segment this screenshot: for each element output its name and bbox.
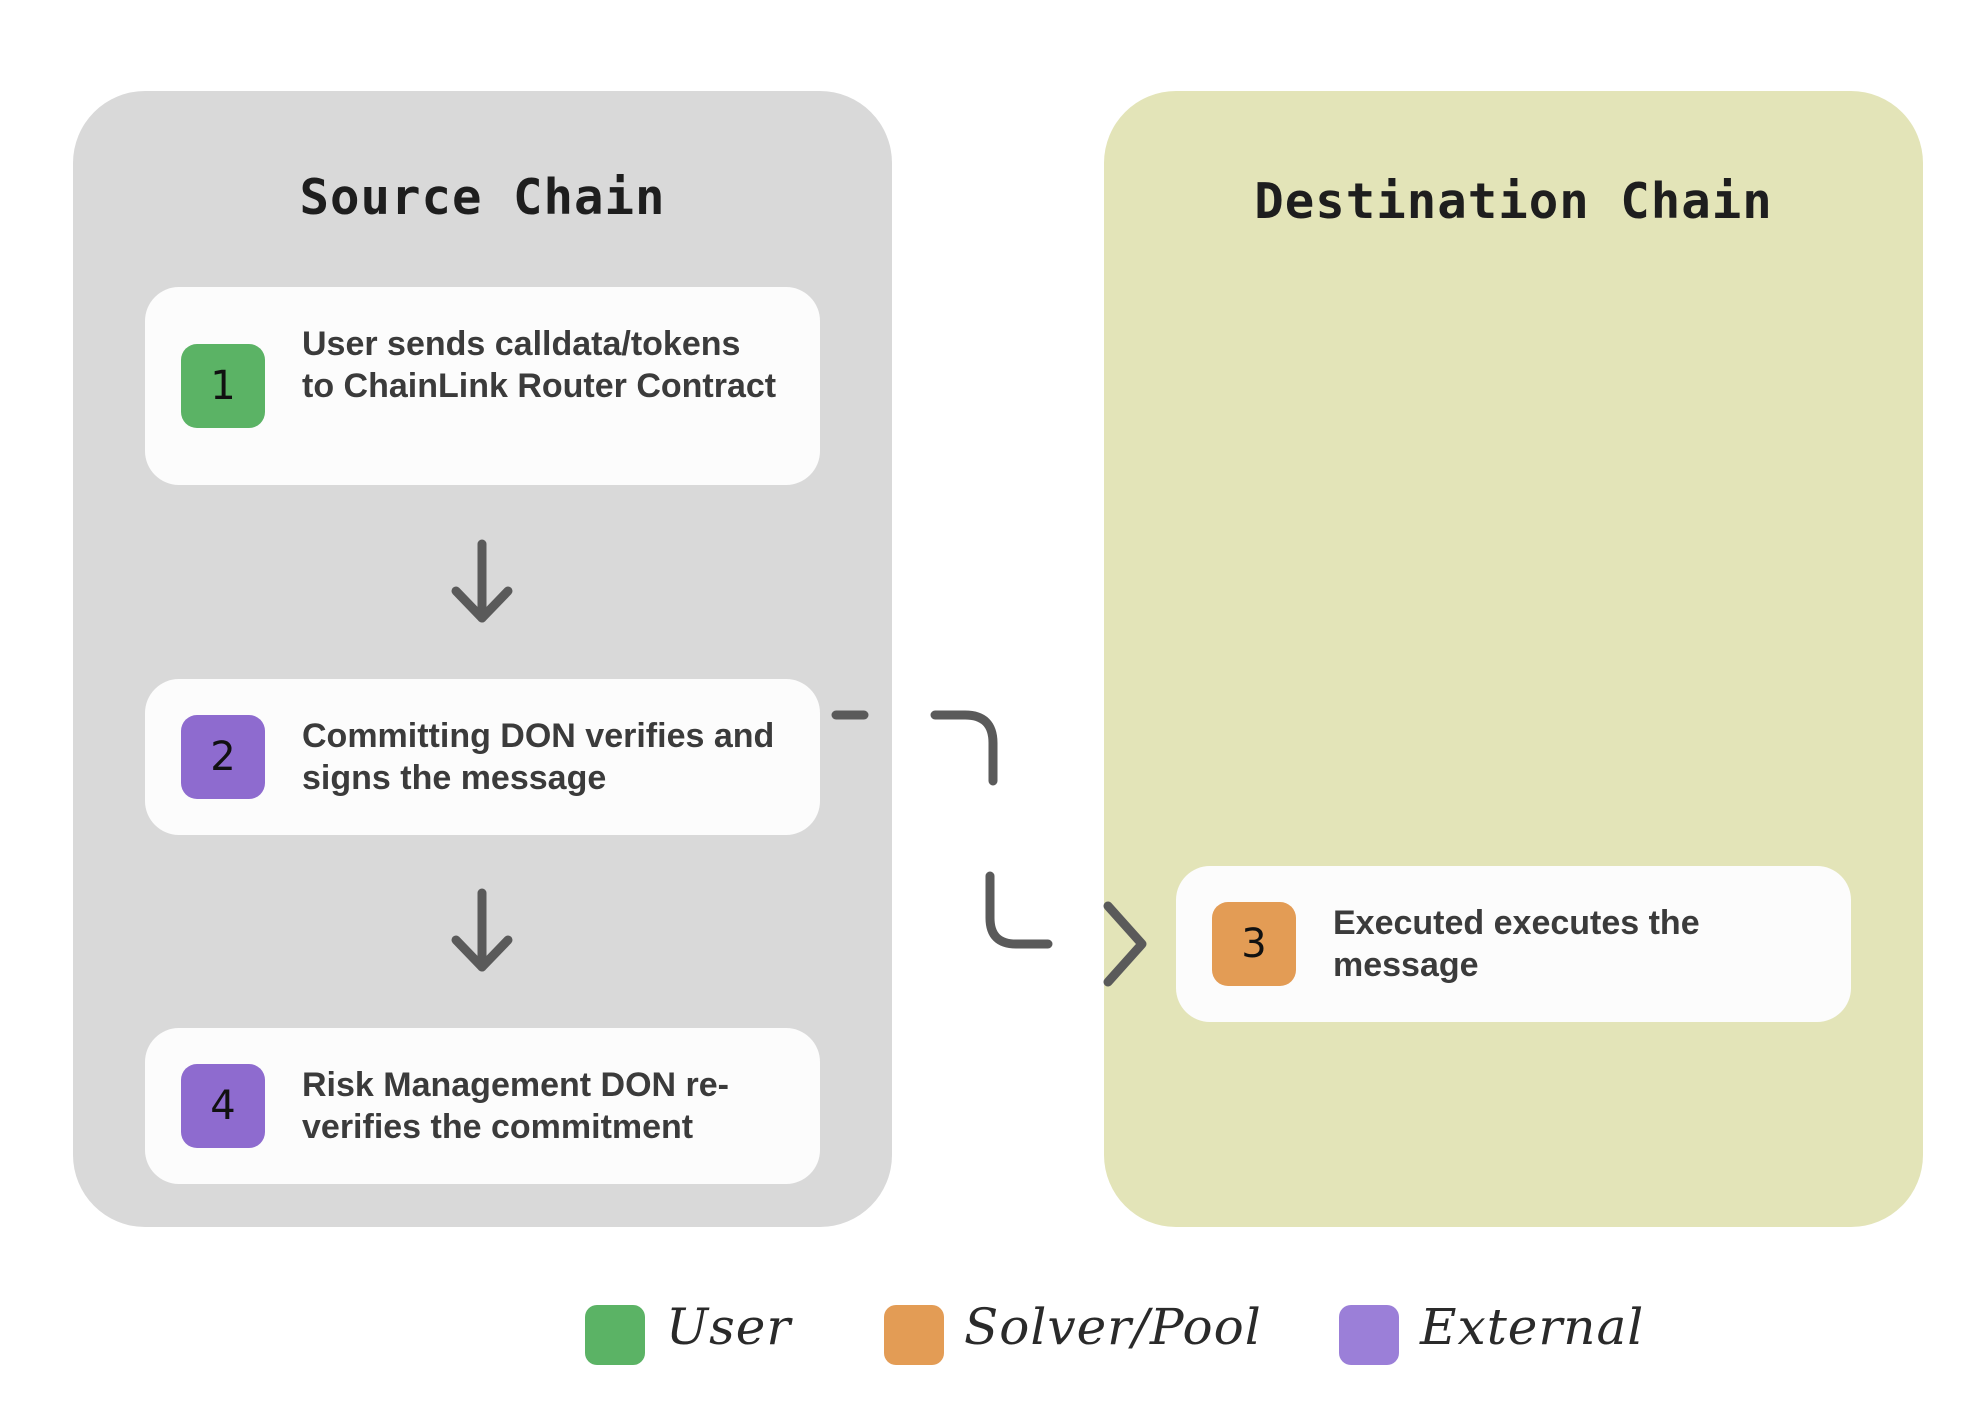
legend-swatch-external — [1339, 1305, 1399, 1365]
step-card-2: 2 Committing DON verifies and signs the … — [145, 679, 820, 835]
step-badge-3: 3 — [1212, 902, 1296, 986]
step-badge-2: 2 — [181, 715, 265, 799]
legend-swatch-solver-pool — [884, 1305, 944, 1365]
arrow-down-1-to-2 — [451, 539, 513, 623]
destination-chain-title: Destination Chain — [1254, 173, 1773, 230]
step-card-4: 4 Risk Management DON re-verifies the co… — [145, 1028, 820, 1184]
step-text-1: User sends calldata/tokens to ChainLink … — [302, 325, 777, 405]
step-text-4: Risk Management DON re-verifies the comm… — [302, 1066, 729, 1146]
step-badge-4: 4 — [181, 1064, 265, 1148]
step-text-3: Executed executes the message — [1333, 904, 1700, 984]
legend-label-user: User — [666, 1298, 792, 1356]
destination-chain-panel: Destination Chain — [1104, 91, 1923, 1227]
arrow-down-2-to-4 — [451, 888, 513, 972]
legend-label-external: External — [1420, 1298, 1645, 1356]
step-text-2: Committing DON verifies and signs the me… — [302, 717, 775, 797]
step-badge-1: 1 — [181, 344, 265, 428]
source-chain-title: Source Chain — [299, 169, 666, 226]
arrow-connector-2-to-3 — [831, 710, 1147, 987]
step-card-1: 1 User sends calldata/tokens to ChainLin… — [145, 287, 820, 485]
step-card-3: 3 Executed executes the message — [1176, 866, 1851, 1022]
legend-swatch-user — [585, 1305, 645, 1365]
legend-label-solver-pool: Solver/Pool — [964, 1298, 1262, 1356]
